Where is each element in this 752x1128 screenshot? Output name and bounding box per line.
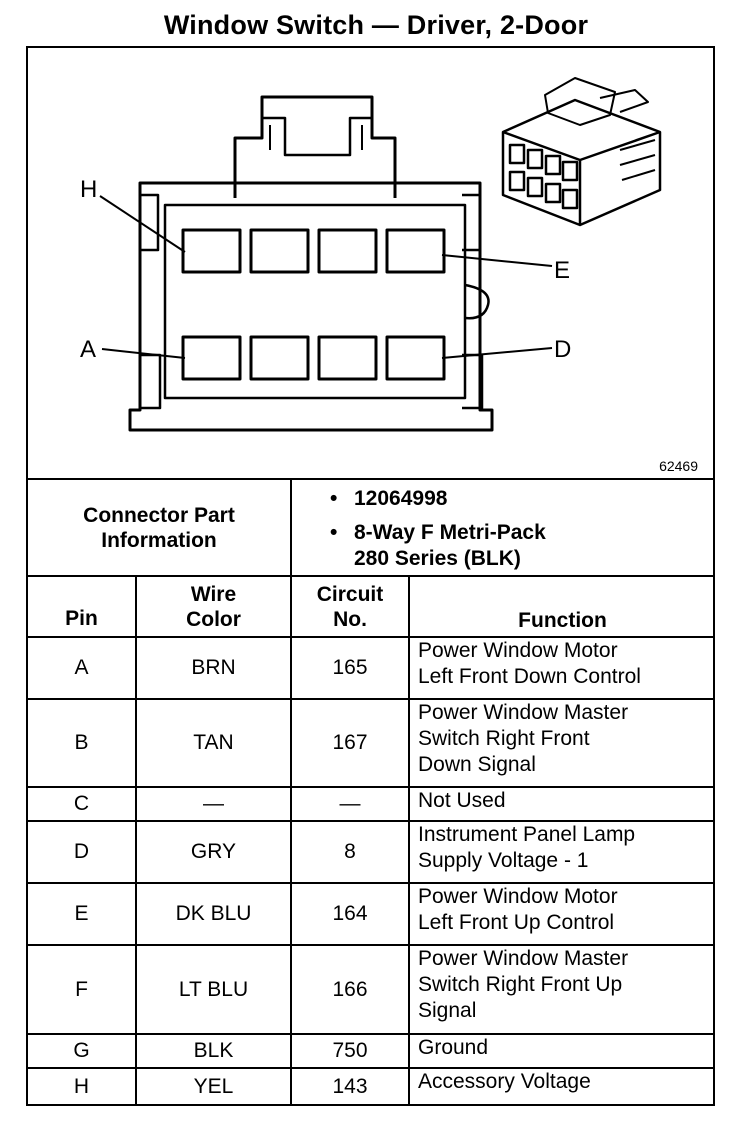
cell-circuit: 750 [332,1039,368,1062]
leader-a [101,348,186,359]
row-divider [26,1033,715,1035]
pin-label-a: A [80,336,96,363]
function-line: Ground [418,1036,489,1059]
cavity-c [317,335,378,381]
header-circuit: Circuit No. [292,578,408,636]
function-line: Power Window Master [418,947,629,970]
cavity-e [385,228,446,274]
pin-label-d: D [554,336,571,363]
connector-info-label: Connector Part Information [28,480,290,575]
cell-function: Ground [418,1035,713,1067]
cell-color: TAN [193,731,234,754]
leader-d [441,347,553,359]
info-divider [290,478,292,576]
cell-pin: G [73,1039,90,1062]
header-wire-color: Wire Color [137,578,290,636]
cell-color: — [203,792,224,815]
connector-isometric-view [501,77,662,227]
connector-drawing: H E A D [80,77,662,432]
function-line: Power Window Motor [418,885,618,908]
connector-info-label-line2: Information [101,528,217,552]
function-line: Instrument Panel Lamp [418,823,636,846]
function-line: Left Front Down Control [418,665,641,688]
connector-info-label-line1: Connector Part [83,503,235,527]
cell-circuit: 166 [332,977,368,1001]
cell-color: GRY [190,840,237,863]
cell-function: Accessory Voltage [418,1069,713,1104]
cell-pin: C [73,792,90,815]
cell-circuit: — [339,792,361,815]
column-divider [408,575,410,1105]
part-number: 12064998 [354,487,448,510]
function-line: Switch Right Front [418,727,590,750]
header-bottom-border [26,636,715,638]
function-line: Left Front Up Control [418,911,615,934]
function-line: Down Signal [418,753,536,776]
diagram-title: Window Switch — Driver, 2-Door [163,10,589,40]
header-circuit-line2: No. [333,608,367,631]
connector-body [128,181,494,432]
function-line: Switch Right Front Up [418,973,623,996]
row-divider [26,944,715,946]
row-divider [26,820,715,822]
function-line: Accessory Voltage [418,1070,591,1093]
cell-circuit: 143 [332,1074,368,1098]
cell-circuit: 164 [332,902,368,925]
figure-number: 62469 [659,458,698,474]
header-wire-color-line1: Wire [190,583,237,606]
cavity-f [317,228,378,274]
connector-description-line1: 8-Way F Metri-Pack [354,521,546,544]
cavity-a [181,335,242,381]
cell-pin: D [73,840,90,863]
cell-circuit: 167 [332,731,368,754]
connector-latch [233,95,397,198]
header-wire-color-line2: Color [186,608,241,631]
leader-e [441,254,553,267]
function-line: Power Window Master [418,701,629,724]
table-top-border [26,478,715,480]
cell-pin: E [74,902,89,925]
cell-function: Not Used [418,788,713,820]
info-bottom-border [26,575,715,577]
cell-pin: B [74,731,89,754]
pin-label-h: H [80,176,97,203]
function-line: Supply Voltage - 1 [418,849,589,872]
function-line: Power Window Motor [418,639,618,662]
cell-color: BLK [193,1039,234,1062]
cell-color: DK BLU [175,902,252,925]
cell-circuit: 8 [344,840,356,863]
cavity-h [181,228,242,274]
cell-pin: A [74,656,89,679]
cavity-b [249,335,310,381]
cell-pin: H [73,1074,90,1098]
connector-info-list: •12064998 •8-Way F Metri-Pack 280 Series… [330,487,546,570]
row-divider [26,1067,715,1069]
header-pin: Pin [65,606,98,630]
column-divider [290,575,292,1105]
cell-circuit: 165 [332,656,368,679]
cavity-d [385,335,446,381]
cell-pin: F [75,977,88,1001]
function-line: Signal [418,999,477,1022]
cell-color: BRN [191,656,236,679]
connector-description-line2: 280 Series (BLK) [354,547,521,570]
row-divider [26,698,715,700]
cell-color: LT BLU [178,977,249,1001]
row-divider [26,786,715,788]
pin-label-e: E [554,257,570,284]
column-divider [135,575,137,1105]
function-line: Not Used [418,789,506,812]
header-function: Function [518,608,607,632]
cell-color: YEL [193,1074,234,1098]
header-circuit-line1: Circuit [316,583,384,606]
leader-h [99,195,186,253]
cavity-g [249,228,310,274]
row-divider [26,882,715,884]
